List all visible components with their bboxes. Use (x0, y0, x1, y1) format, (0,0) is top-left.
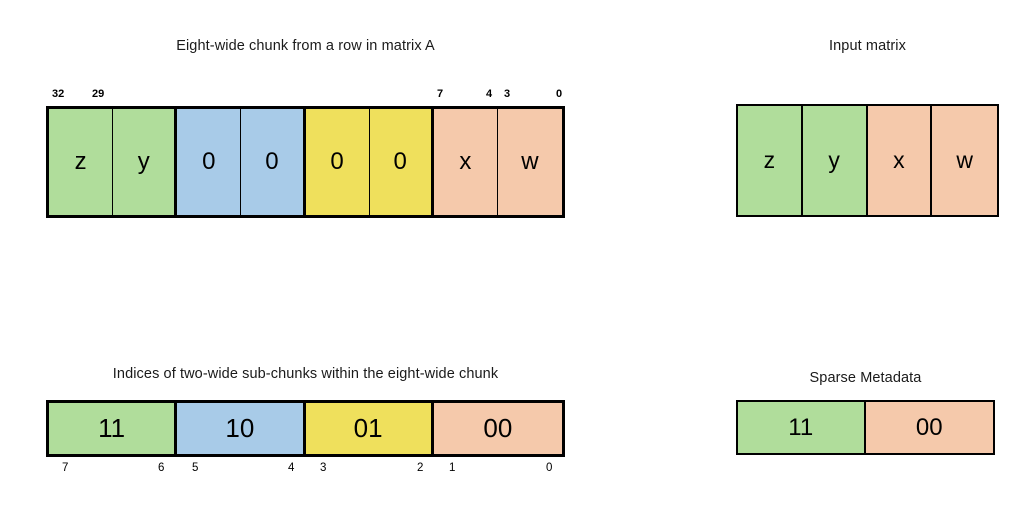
chunk-cell-5[interactable]: 0 (177, 109, 242, 215)
index-cell-3[interactable]: 11 (49, 403, 178, 454)
chunk-cell-4[interactable]: 0 (241, 109, 306, 215)
input-matrix-title: Input matrix (829, 38, 906, 54)
sparse-metadata-row: 11 00 (736, 400, 995, 455)
chunk-cell-3[interactable]: 0 (305, 109, 370, 215)
index-bit-label-1: 1 (449, 462, 456, 474)
index-bit-label-6: 6 (158, 462, 165, 474)
input-matrix-row: z y x w (736, 104, 999, 217)
index-bit-label-7: 7 (62, 462, 69, 474)
input-matrix-cell-3[interactable]: w (932, 106, 997, 215)
bit-label-7: 7 (437, 88, 444, 100)
input-matrix-cell-0[interactable]: z (738, 106, 803, 215)
input-matrix-cell-1[interactable]: y (802, 106, 868, 215)
sparse-metadata-title: Sparse Metadata (809, 370, 922, 386)
index-bit-label-3: 3 (320, 462, 327, 474)
chunk-cell-6[interactable]: y (113, 109, 178, 215)
chunk-cell-2[interactable]: 0 (369, 109, 434, 215)
bit-label-3: 3 (504, 88, 511, 100)
index-bit-label-0: 0 (546, 462, 553, 474)
indices-title: Indices of two-wide sub-chunks within th… (112, 366, 499, 382)
index-cell-1[interactable]: 01 (305, 403, 434, 454)
chunk-cell-1[interactable]: x (433, 109, 498, 215)
eight-wide-chunk-row: z y 0 0 0 0 x w (46, 106, 565, 218)
sparse-metadata-cell-0[interactable]: 11 (738, 402, 866, 453)
chunk-cell-0[interactable]: w (497, 109, 562, 215)
indices-row: 11 10 01 00 (46, 400, 565, 457)
index-bit-label-4: 4 (288, 462, 295, 474)
index-cell-0[interactable]: 00 (433, 403, 562, 454)
input-matrix-cell-2[interactable]: x (867, 106, 933, 215)
sparse-metadata-cell-1[interactable]: 00 (865, 402, 993, 453)
index-cell-2[interactable]: 10 (177, 403, 306, 454)
chunk-title: Eight-wide chunk from a row in matrix A (176, 38, 435, 54)
index-bit-label-2: 2 (417, 462, 424, 474)
chunk-cell-7[interactable]: z (49, 109, 114, 215)
index-bit-label-5: 5 (192, 462, 199, 474)
bit-label-32: 32 (52, 88, 65, 100)
bit-label-4: 4 (486, 88, 493, 100)
bit-label-29: 29 (92, 88, 105, 100)
bit-label-0: 0 (556, 88, 563, 100)
